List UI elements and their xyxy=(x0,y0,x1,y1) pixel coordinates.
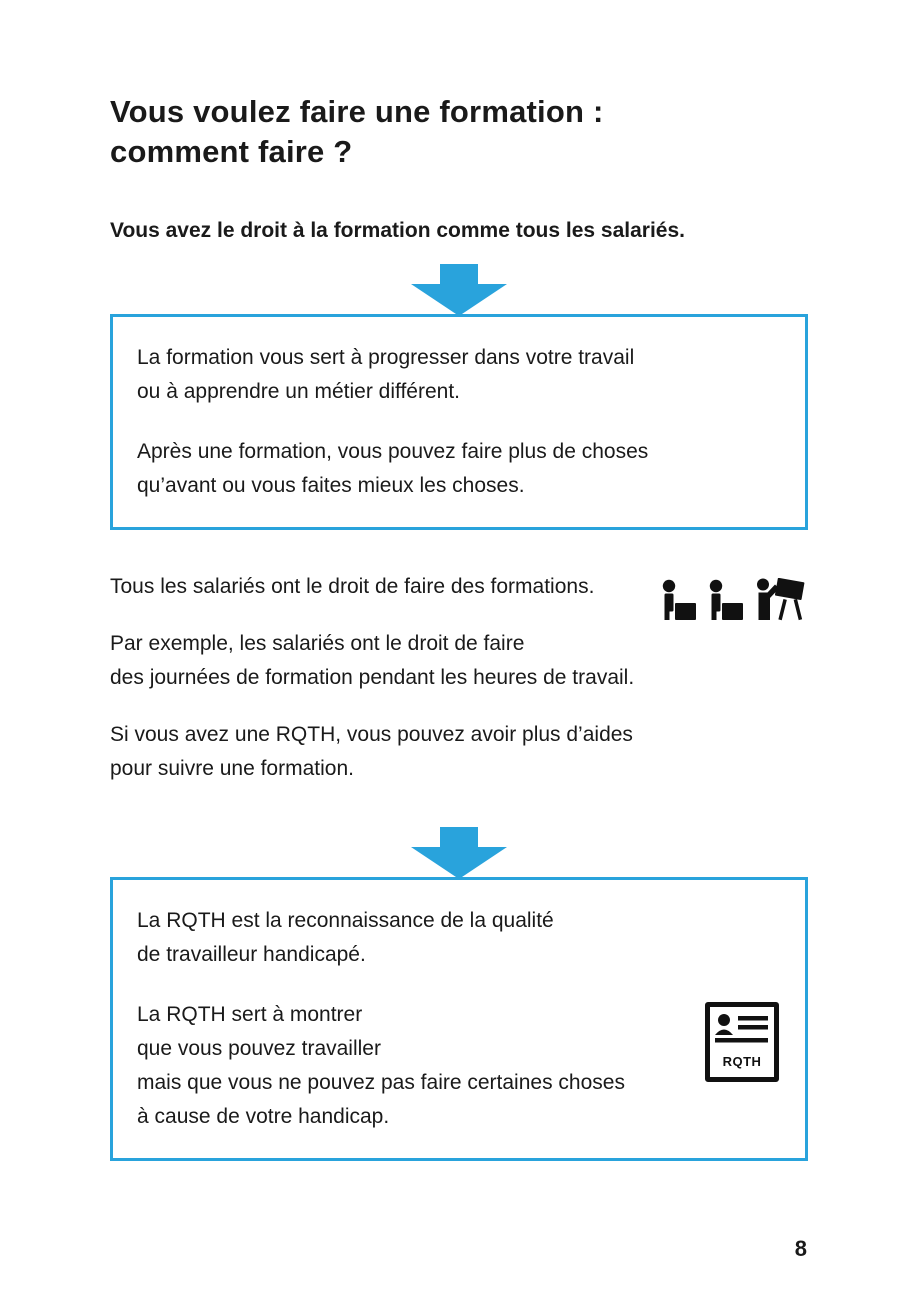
down-arrow-icon xyxy=(411,264,507,316)
page-title: Vous voulez faire une formation : commen… xyxy=(110,94,604,169)
info-box-rqth-paragraph-1: La RQTH est la reconnaissance de la qual… xyxy=(137,909,554,966)
down-arrow-icon xyxy=(411,827,507,879)
body-paragraph-2: Par exemple, les salariés ont le droit d… xyxy=(110,632,635,689)
arrow-stem xyxy=(440,827,478,847)
info-box-formation: La formation vous sert à progresser dans… xyxy=(110,314,808,530)
info-box-rqth-paragraph-2: La RQTH sert à montrer que vous pouvez t… xyxy=(137,1003,625,1128)
arrow-head xyxy=(411,847,507,879)
page-number: 8 xyxy=(794,1236,807,1261)
arrow-head xyxy=(411,284,507,316)
body-paragraph-3: Si vous avez une RQTH, vous pouvez avoir… xyxy=(110,723,633,780)
rqth-card-label: RQTH xyxy=(722,1054,762,1069)
intro-statement: Vous avez le droit à la formation comme … xyxy=(110,219,685,242)
rqth-card-icon: RQTH xyxy=(705,1002,779,1082)
training-classroom-icon xyxy=(660,577,808,635)
body-section: Tous les salariés ont le droit de faire … xyxy=(110,570,808,809)
info-box-formation-paragraph-2: Après une formation, vous pouvez faire p… xyxy=(137,440,649,497)
body-paragraph-1: Tous les salariés ont le droit de faire … xyxy=(110,575,595,598)
info-box-rqth: La RQTH est la reconnaissance de la qual… xyxy=(110,877,808,1161)
info-box-formation-paragraph-1: La formation vous sert à progresser dans… xyxy=(137,346,635,403)
arrow-stem xyxy=(440,264,478,284)
